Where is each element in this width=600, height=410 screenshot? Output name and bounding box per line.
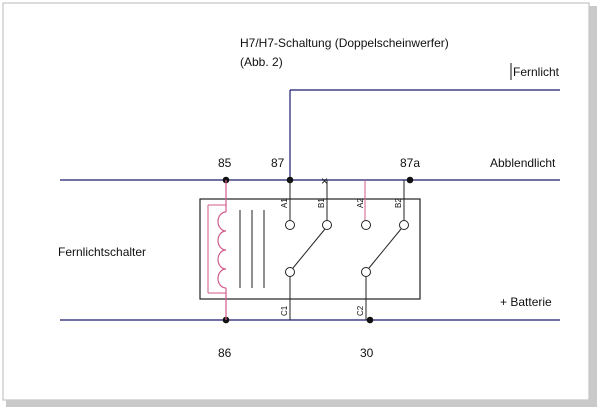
right-shadow [589,6,597,406]
relay-body [199,198,421,300]
title-line1: H7/H7-Schaltung (Doppelscheinwerfer) [240,36,449,50]
contact-a2-label: A2 [356,198,365,208]
terminal-30-label: 30 [360,346,374,360]
title-line2: (Abb. 2) [240,55,283,69]
terminal-85-label: 85 [218,156,232,170]
junction-30 [366,316,374,324]
contact-b2-label: B2 [394,198,403,208]
contact-b1-label: B1 [317,198,326,208]
terminal-87-label: 87 [271,156,285,170]
batterie-label: + Batterie [500,295,552,309]
terminal-87a-label: 87a [400,156,420,170]
b1-open-mark: × [321,174,328,188]
switch-1 [285,180,332,320]
contact-a1-label: A1 [280,198,289,208]
junction-87a [406,176,414,184]
relay-core [239,210,265,288]
terminal-86-label: 86 [218,346,232,360]
contact-c2-label: C2 [356,305,365,316]
abblendlicht-label: Abblendlicht [490,156,556,170]
switch-2 [361,180,409,320]
fernlicht-label: Fernlicht [513,65,560,79]
contact-c1-label: C1 [280,305,289,316]
relay-coil [207,180,227,320]
bottom-shadow [6,400,597,407]
fernlichtschalter-label: Fernlichtschalter [58,245,146,259]
